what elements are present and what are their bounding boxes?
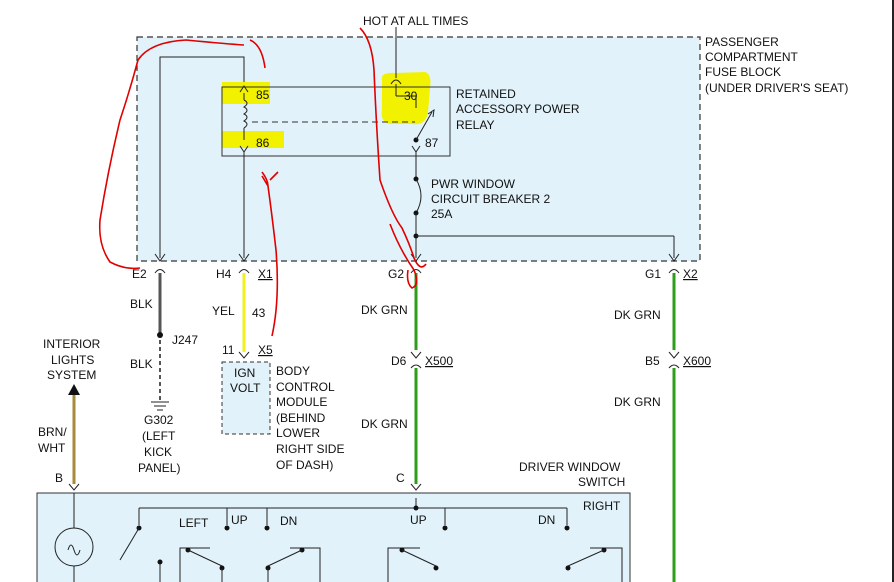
connector-d6: D6 [391,354,407,368]
switch-left-label: LEFT [179,516,209,530]
ground-label-2: (LEFT [142,429,176,443]
connector-g1: G1 [645,267,661,281]
bcm-box [221,361,271,435]
switch-dn-1: DN [280,514,297,528]
bcm-title-7: OF DASH) [276,458,333,472]
relay-pin-87: 87 [425,136,439,150]
relay-coil [243,99,248,129]
wire-brn-wht-1: BRN/ [38,425,67,439]
bcm-title-3: MODULE [276,395,327,409]
hot-at-all-times-label: HOT AT ALL TIMES [363,14,468,28]
connector-e2: E2 [132,267,147,281]
wire-blk-1: BLK [130,297,153,311]
wire-brn-wht-2: WHT [38,441,66,455]
fuse-block-title-2: COMPARTMENT [705,50,799,64]
fuse-block-title-1: PASSENGER [705,35,779,49]
circuit-breaker-symbol [415,178,422,214]
interior-lights-3: SYSTEM [47,368,96,382]
connector-x5: X5 [258,343,273,357]
bcm-ign-2: VOLT [230,381,261,395]
relay-box [221,86,451,157]
wire-dkgrn-1: DK GRN [361,303,408,317]
fuse-block-title-4: (UNDER DRIVER'S SEAT) [705,81,848,95]
interior-lights-1: INTERIOR [43,337,101,351]
breaker-label-3: 25A [431,207,452,221]
wire-yel: YEL [212,304,235,318]
switch-dn-2: DN [538,513,555,527]
relay-pin-30: 30 [404,89,418,103]
connector-g2: G2 [388,267,404,281]
wire-dkgrn-2: DK GRN [361,417,408,431]
ground-label-4: PANEL) [138,461,180,475]
bcm-title-1: BODY [276,364,310,378]
wire-yel-number: 43 [252,306,266,320]
relay-pin-85: 85 [256,88,270,102]
wire-j247: J247 [172,333,198,347]
relay-pin-86: 86 [256,136,270,150]
interior-lights-arrow [68,384,80,395]
switch-up-2: UP [410,513,427,527]
bcm-title-2: CONTROL [276,380,335,394]
fuse-block-title-3: FUSE BLOCK [705,65,781,79]
breaker-label-2: CIRCUIT BREAKER 2 [431,192,550,206]
connector-h4: H4 [216,267,232,281]
bcm-title-4: (BEHIND [276,411,326,425]
connector-x1: X1 [258,267,273,281]
switch-up-1: UP [231,513,248,527]
ground-label-3: KICK [144,445,172,459]
connector-x600: X600 [683,354,711,368]
wire-dkgrn-3: DK GRN [614,308,661,322]
wire-dkgrn-4: DK GRN [614,395,661,409]
highlight-30 [381,72,431,125]
connector-b5: B5 [645,354,660,368]
red-annotations [98,27,427,337]
switch-right-label: RIGHT [583,499,621,513]
ground-label-1: G302 [144,413,174,427]
connector-x500: X500 [425,354,453,368]
switch-title-2: SWITCH [578,475,625,489]
connector-b: B [55,471,63,485]
connector-x2: X2 [683,267,698,281]
switch-title-1: DRIVER WINDOW [519,460,621,474]
bcm-ign-1: IGN [234,366,255,380]
relay-title-2: ACCESSORY POWER [456,102,580,116]
e2-internal-wire [159,56,245,258]
bcm-title-5: LOWER [276,426,320,440]
highlight-86 [222,131,284,148]
connector-11: 11 [222,343,235,357]
relay-title-1: RETAINED [456,87,516,101]
wire-blk-2: BLK [130,357,153,371]
bcm-title-6: RIGHT SIDE [276,442,344,456]
interior-lights-2: LIGHTS [51,353,94,367]
switch-box [36,492,631,582]
connector-c: C [396,471,405,485]
breaker-label-1: PWR WINDOW [431,177,516,191]
relay-title-3: RELAY [456,118,494,132]
